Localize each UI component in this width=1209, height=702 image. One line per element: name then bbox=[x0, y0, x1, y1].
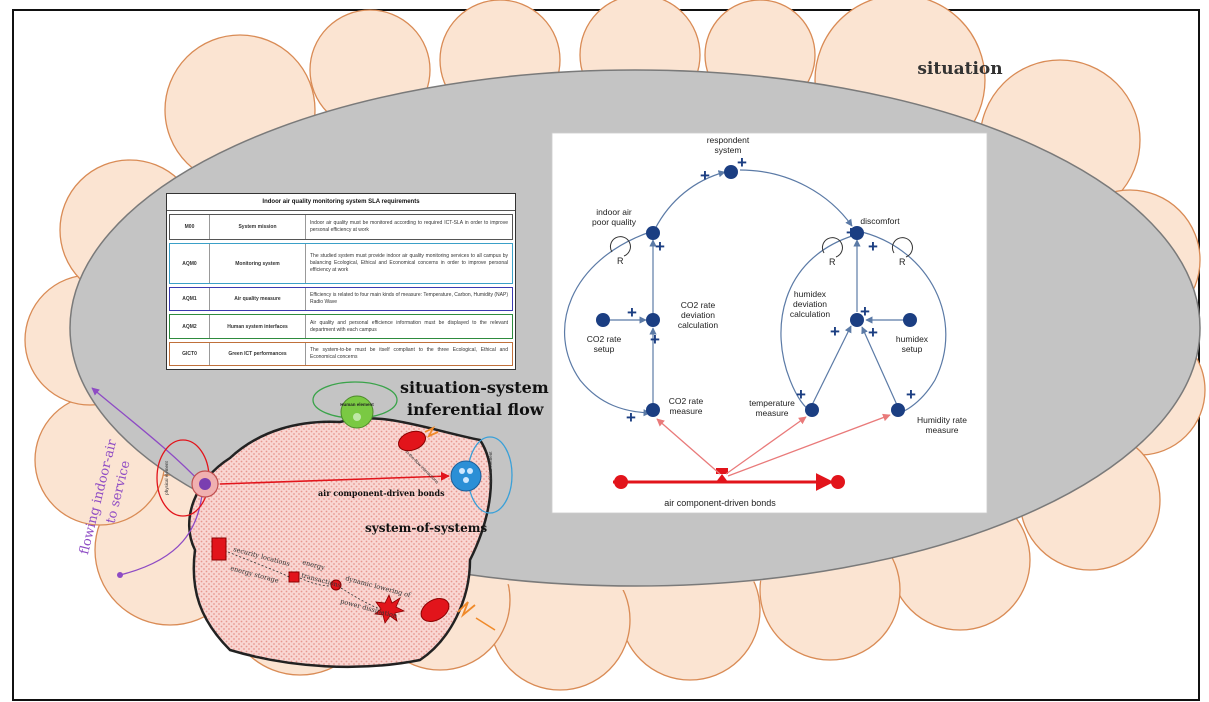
air-bonds-left-label: air component-driven bonds bbox=[318, 488, 445, 498]
svg-text:humidex: humidex bbox=[896, 334, 929, 344]
causal-loop-panel: R R R + + + + + + + + + bbox=[551, 132, 988, 514]
svg-text:+: + bbox=[860, 302, 870, 321]
air-bonds-arrow bbox=[219, 471, 450, 485]
loop-marker-mid: R bbox=[821, 237, 843, 267]
flow-line-down bbox=[119, 484, 204, 576]
svg-text:calculation: calculation bbox=[790, 309, 830, 319]
loop-marker-left: R bbox=[609, 236, 631, 266]
svg-text:+: + bbox=[700, 166, 710, 185]
artificial-element-node: Artificial element bbox=[450, 436, 513, 514]
node-temperature bbox=[805, 403, 819, 417]
svg-text:Human element: Human element bbox=[340, 402, 374, 407]
table-row: M00 System mission Indoor air quality mu… bbox=[169, 214, 513, 240]
svg-text:+: + bbox=[906, 385, 916, 404]
svg-text:physical element: physical element bbox=[164, 460, 169, 494]
svg-text:Artificial element: Artificial element bbox=[488, 451, 493, 485]
svg-text:+: + bbox=[737, 153, 747, 172]
svg-text:R: R bbox=[617, 256, 624, 266]
svg-text:poor quality: poor quality bbox=[592, 217, 637, 227]
svg-text:setup: setup bbox=[902, 344, 923, 354]
loop-mid bbox=[780, 235, 853, 411]
loop-left-outer bbox=[564, 231, 651, 417]
air-bonds-flow bbox=[613, 413, 891, 491]
svg-text:measure: measure bbox=[925, 425, 958, 435]
loop-right-outer bbox=[861, 231, 947, 414]
svg-text:respondent: respondent bbox=[707, 135, 750, 145]
svg-text:deviation: deviation bbox=[681, 310, 715, 320]
edge-respondent-discomfort bbox=[739, 169, 853, 227]
svg-text:+: + bbox=[650, 330, 660, 349]
svg-text:Humidity rate: Humidity rate bbox=[917, 415, 967, 425]
table-row: AQM1 Air quality measure Efficiency is r… bbox=[169, 287, 513, 311]
inferential-flow-line1: situation-system bbox=[400, 378, 549, 397]
svg-text:+: + bbox=[796, 385, 806, 404]
node-labels: respondent system indoor air poor qualit… bbox=[587, 135, 968, 435]
svg-text:+: + bbox=[846, 223, 856, 242]
node-co2-setup bbox=[596, 313, 610, 327]
svg-text:measure: measure bbox=[755, 408, 788, 418]
svg-text:humidex: humidex bbox=[794, 289, 827, 299]
table-row: AQM0 Monitoring system The studied syste… bbox=[169, 243, 513, 284]
air-bonds-label: air component-driven bonds bbox=[664, 498, 776, 508]
svg-text:+: + bbox=[868, 237, 878, 256]
loop-marker-right: R bbox=[891, 237, 913, 267]
node-humidex-setup bbox=[903, 313, 917, 327]
physical-element-node: physical element bbox=[156, 439, 219, 517]
polarity-signs: + + + + + + + + + + + + + bbox=[626, 153, 916, 427]
svg-text:calculation: calculation bbox=[678, 320, 718, 330]
energy-capsule-bottom bbox=[420, 598, 496, 631]
edge-humrate-humdev bbox=[861, 326, 898, 406]
svg-text:CO2 rate: CO2 rate bbox=[669, 396, 704, 406]
svg-text:deviation: deviation bbox=[793, 299, 827, 309]
system-of-systems-blob bbox=[187, 417, 493, 669]
flow-line-up bbox=[91, 387, 204, 486]
svg-text:measure: measure bbox=[669, 406, 702, 416]
node-humidex-deviation bbox=[850, 313, 864, 327]
svg-text:+: + bbox=[655, 237, 665, 256]
svg-text:+: + bbox=[627, 303, 637, 322]
svg-text:temperature: temperature bbox=[749, 398, 795, 408]
situation-label: situation bbox=[917, 59, 1002, 79]
table-row: GICT0 Green ICT performances The system-… bbox=[169, 342, 513, 366]
svg-text:setup: setup bbox=[594, 344, 615, 354]
svg-text:+: + bbox=[830, 322, 840, 341]
svg-text:R: R bbox=[899, 257, 906, 267]
node-humidity-rate bbox=[891, 403, 905, 417]
system-of-systems-label: system-of-systems bbox=[365, 521, 487, 535]
svg-text:indoor air: indoor air bbox=[596, 207, 632, 217]
svg-text:CO2 rate: CO2 rate bbox=[681, 300, 716, 310]
table-title: Indoor air quality monitoring system SLA… bbox=[167, 194, 515, 211]
requirements-table: Indoor air quality monitoring system SLA… bbox=[166, 193, 516, 370]
svg-text:R: R bbox=[829, 257, 836, 267]
node-indoor-air bbox=[646, 226, 660, 240]
node-respondent-system bbox=[724, 165, 738, 179]
edge-indoor-respondent bbox=[654, 170, 726, 230]
svg-text:+: + bbox=[868, 323, 878, 342]
node-co2-measure bbox=[646, 403, 660, 417]
svg-text:+: + bbox=[626, 408, 636, 427]
node-co2-deviation bbox=[646, 313, 660, 327]
svg-text:discomfort: discomfort bbox=[860, 216, 900, 226]
table-row: AQM2 Human system interfaces Air quality… bbox=[169, 314, 513, 339]
svg-text:CO2 rate: CO2 rate bbox=[587, 334, 622, 344]
node-discomfort bbox=[850, 226, 864, 240]
edge-temp-humdev bbox=[811, 325, 852, 406]
svg-text:system: system bbox=[715, 145, 742, 155]
human-element-node: Human element bbox=[312, 381, 398, 429]
inferential-flow-line2: inferential flow bbox=[407, 400, 545, 419]
